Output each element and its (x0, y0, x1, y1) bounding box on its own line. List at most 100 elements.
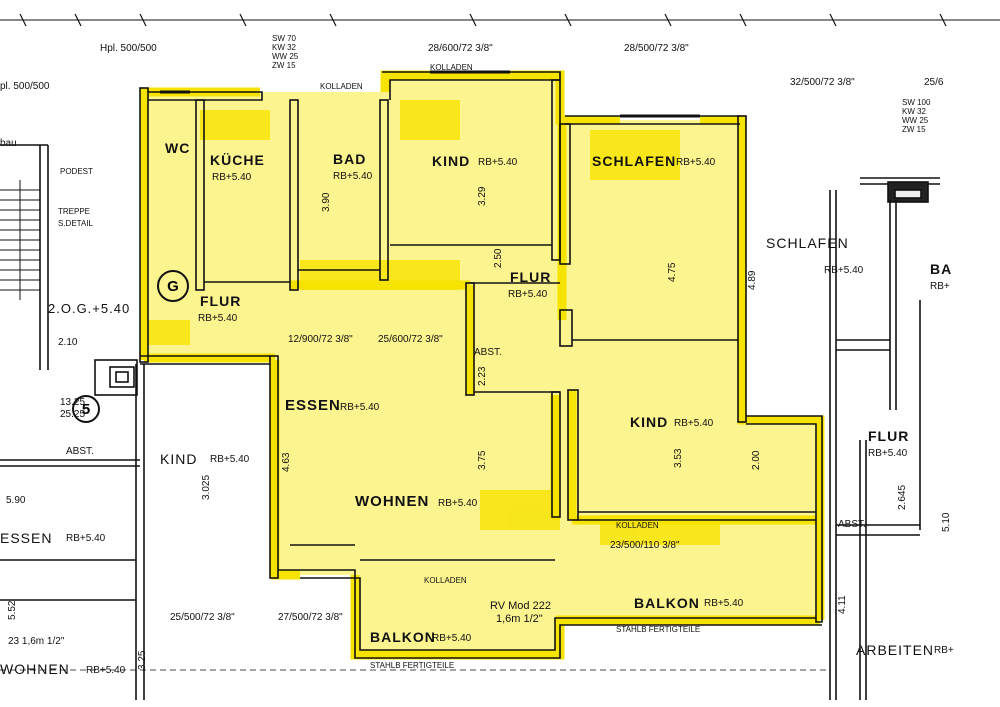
room-label-balkon-left: BALKON (370, 629, 436, 645)
note-sw-item: KW 32 (272, 43, 297, 52)
room-label-abst-mid: ABST. (474, 347, 502, 358)
dim-label: 4.89 (747, 270, 758, 290)
window-spec-w9: 27/500/72 3/8" (278, 612, 343, 623)
note-sw-item: ZW 15 (902, 125, 926, 134)
room-label-kueche: KÜCHE (210, 152, 265, 168)
room-rb-balkon-left: RB+5.40 (432, 633, 472, 644)
room-rb-kind-right: RB+5.40 (674, 418, 714, 429)
dim-label: 2.00 (751, 450, 762, 470)
room-label-schlafen: SCHLAFEN (592, 153, 677, 169)
room-label-essen: ESSEN (285, 397, 341, 414)
dim-label: 5.52 (7, 600, 18, 620)
note-podest: PODEST (60, 167, 93, 176)
window-spec-w3: 32/500/72 3/8" (790, 77, 855, 88)
room-label-wohnen: WOHNEN (355, 493, 430, 510)
note-stahlb-2: STAHLB FERTIGTEILE (616, 625, 701, 634)
dim-label: 3.29 (477, 186, 488, 206)
dim-label: 3.75 (477, 450, 488, 470)
room-label-flur-left: FLUR (200, 293, 242, 309)
room-label-kind-left: KIND (160, 451, 198, 467)
room-rb-arbeiten: RB+ (934, 645, 954, 656)
dim-label: 3.90 (321, 192, 332, 212)
dim-label: 4.75 (667, 262, 678, 282)
window-spec-w2: 28/500/72 3/8" (624, 43, 689, 54)
room-label-wohnen-left: WOHNEN (0, 661, 70, 677)
dim-label: 3.53 (673, 448, 684, 468)
room-label-flur-right: FLUR (868, 428, 910, 444)
dim-label: 2.23 (477, 366, 488, 386)
room-rb-schlafen-right: RB+5.40 (824, 265, 864, 276)
note-sw-item: SW 70 (272, 34, 297, 43)
dim-label: 5.10 (941, 512, 952, 532)
marker-g: G (157, 270, 189, 302)
note-sw-item: WW 25 (272, 52, 299, 61)
note-treppe-detail: S.DETAIL (58, 219, 93, 228)
room-rb-flur-left: RB+5.40 (198, 313, 238, 324)
apartment-highlight (140, 75, 820, 655)
note-abst-left: ABST. (66, 446, 94, 457)
window-spec-w7: 23/500/110 3/8" (610, 540, 680, 551)
dim-label: 25.25 (60, 409, 86, 420)
window-spec-w6: 25/600/72 3/8" (378, 334, 443, 345)
stair-lines (0, 180, 40, 300)
dim-label: 3.25 (137, 650, 148, 670)
room-rb-kind-top: RB+5.40 (478, 157, 518, 168)
room-label-ba-right: BA (930, 261, 953, 277)
room-label-arbeiten: ARBEITEN (856, 642, 935, 658)
note-stahlb-1: STAHLB FERTIGTEILE (370, 661, 455, 670)
note-sw-item: ZW 15 (272, 61, 296, 70)
note-kolladen-3: KOLLADEN (616, 521, 659, 530)
room-rb-wohnen: RB+5.40 (438, 498, 478, 509)
room-rb-flur-right: RB+5.40 (868, 448, 908, 459)
room-rb-schlafen: RB+5.40 (676, 157, 716, 168)
room-rb-balkon-right: RB+5.40 (704, 598, 744, 609)
note-sw-item: KW 32 (902, 107, 927, 116)
window-spec-w8: 25/500/72 3/8" (170, 612, 235, 623)
note-bau: bau (0, 138, 17, 149)
room-label-kind-right: KIND (630, 414, 669, 430)
marker-five: 5 (72, 395, 100, 423)
pipe-spec-left: 23 1,6m 1/2" (8, 636, 65, 647)
note-sw-list: SW 100 KW 32 WW 25 ZW 15 (902, 98, 930, 134)
room-label-essen-left: ESSEN (0, 530, 53, 546)
room-rb-kind-left: RB+5.40 (210, 454, 250, 465)
room-label-schlafen-right: SCHLAFEN (766, 235, 849, 251)
window-spec-w1: 28/600/72 3/8" (428, 43, 493, 54)
dim-label: 4.11 (837, 595, 848, 614)
room-rb-flur-mid: RB+5.40 (508, 289, 548, 300)
dim-label: 4.63 (281, 452, 292, 472)
room-rb-wohnen-left: RB+5.40 (86, 665, 126, 676)
floor-level-label: 2.O.G.+5.40 (48, 301, 131, 316)
room-label-abst-right: ABST. (838, 519, 866, 530)
room-label-wc: WC (165, 140, 191, 156)
dim-label: 2.10 (58, 337, 78, 348)
note-kolladen-1: KOLLADEN (320, 82, 363, 91)
room-rb-kueche: RB+5.40 (212, 172, 252, 183)
dim-label: 2.645 (897, 484, 908, 510)
room-label-bad: BAD (333, 151, 367, 167)
room-label-kind-top: KIND (432, 153, 471, 169)
note-kolladen-4: KOLLADEN (424, 576, 467, 585)
room-rb-essen-left: RB+5.40 (66, 533, 106, 544)
dimension-ticks (19, 13, 947, 27)
note-sw-list-2: SW 70 KW 32 WW 25 ZW 15 (272, 34, 298, 70)
note-sw-item: SW 100 (902, 98, 931, 107)
window-spec-pl-left: pl. 500/500 (0, 81, 50, 92)
room-rb-bad: RB+5.40 (333, 171, 373, 182)
note-kolladen-2: KOLLADEN (430, 63, 473, 72)
room-rb-ba-right: RB+ (930, 281, 950, 292)
pipe-spec-rv2: 1,6m 1/2" (496, 613, 543, 625)
note-sw-item: WW 25 (902, 116, 929, 125)
plan-lines (0, 19, 1000, 700)
room-label-flur-mid: FLUR (510, 269, 552, 285)
note-treppe: TREPPE (58, 207, 91, 216)
dim-label: 3.025 (201, 474, 212, 500)
dim-label: 2.50 (493, 248, 504, 268)
pipe-spec-rv: RV Mod 222 (490, 600, 551, 612)
window-spec-w4: 25/6 (924, 77, 944, 88)
room-rb-essen: RB+5.40 (340, 402, 380, 413)
window-spec-hpl: Hpl. 500/500 (100, 43, 157, 54)
room-label-balkon-right: BALKON (634, 595, 700, 611)
dim-label: 13.25 (60, 397, 86, 408)
